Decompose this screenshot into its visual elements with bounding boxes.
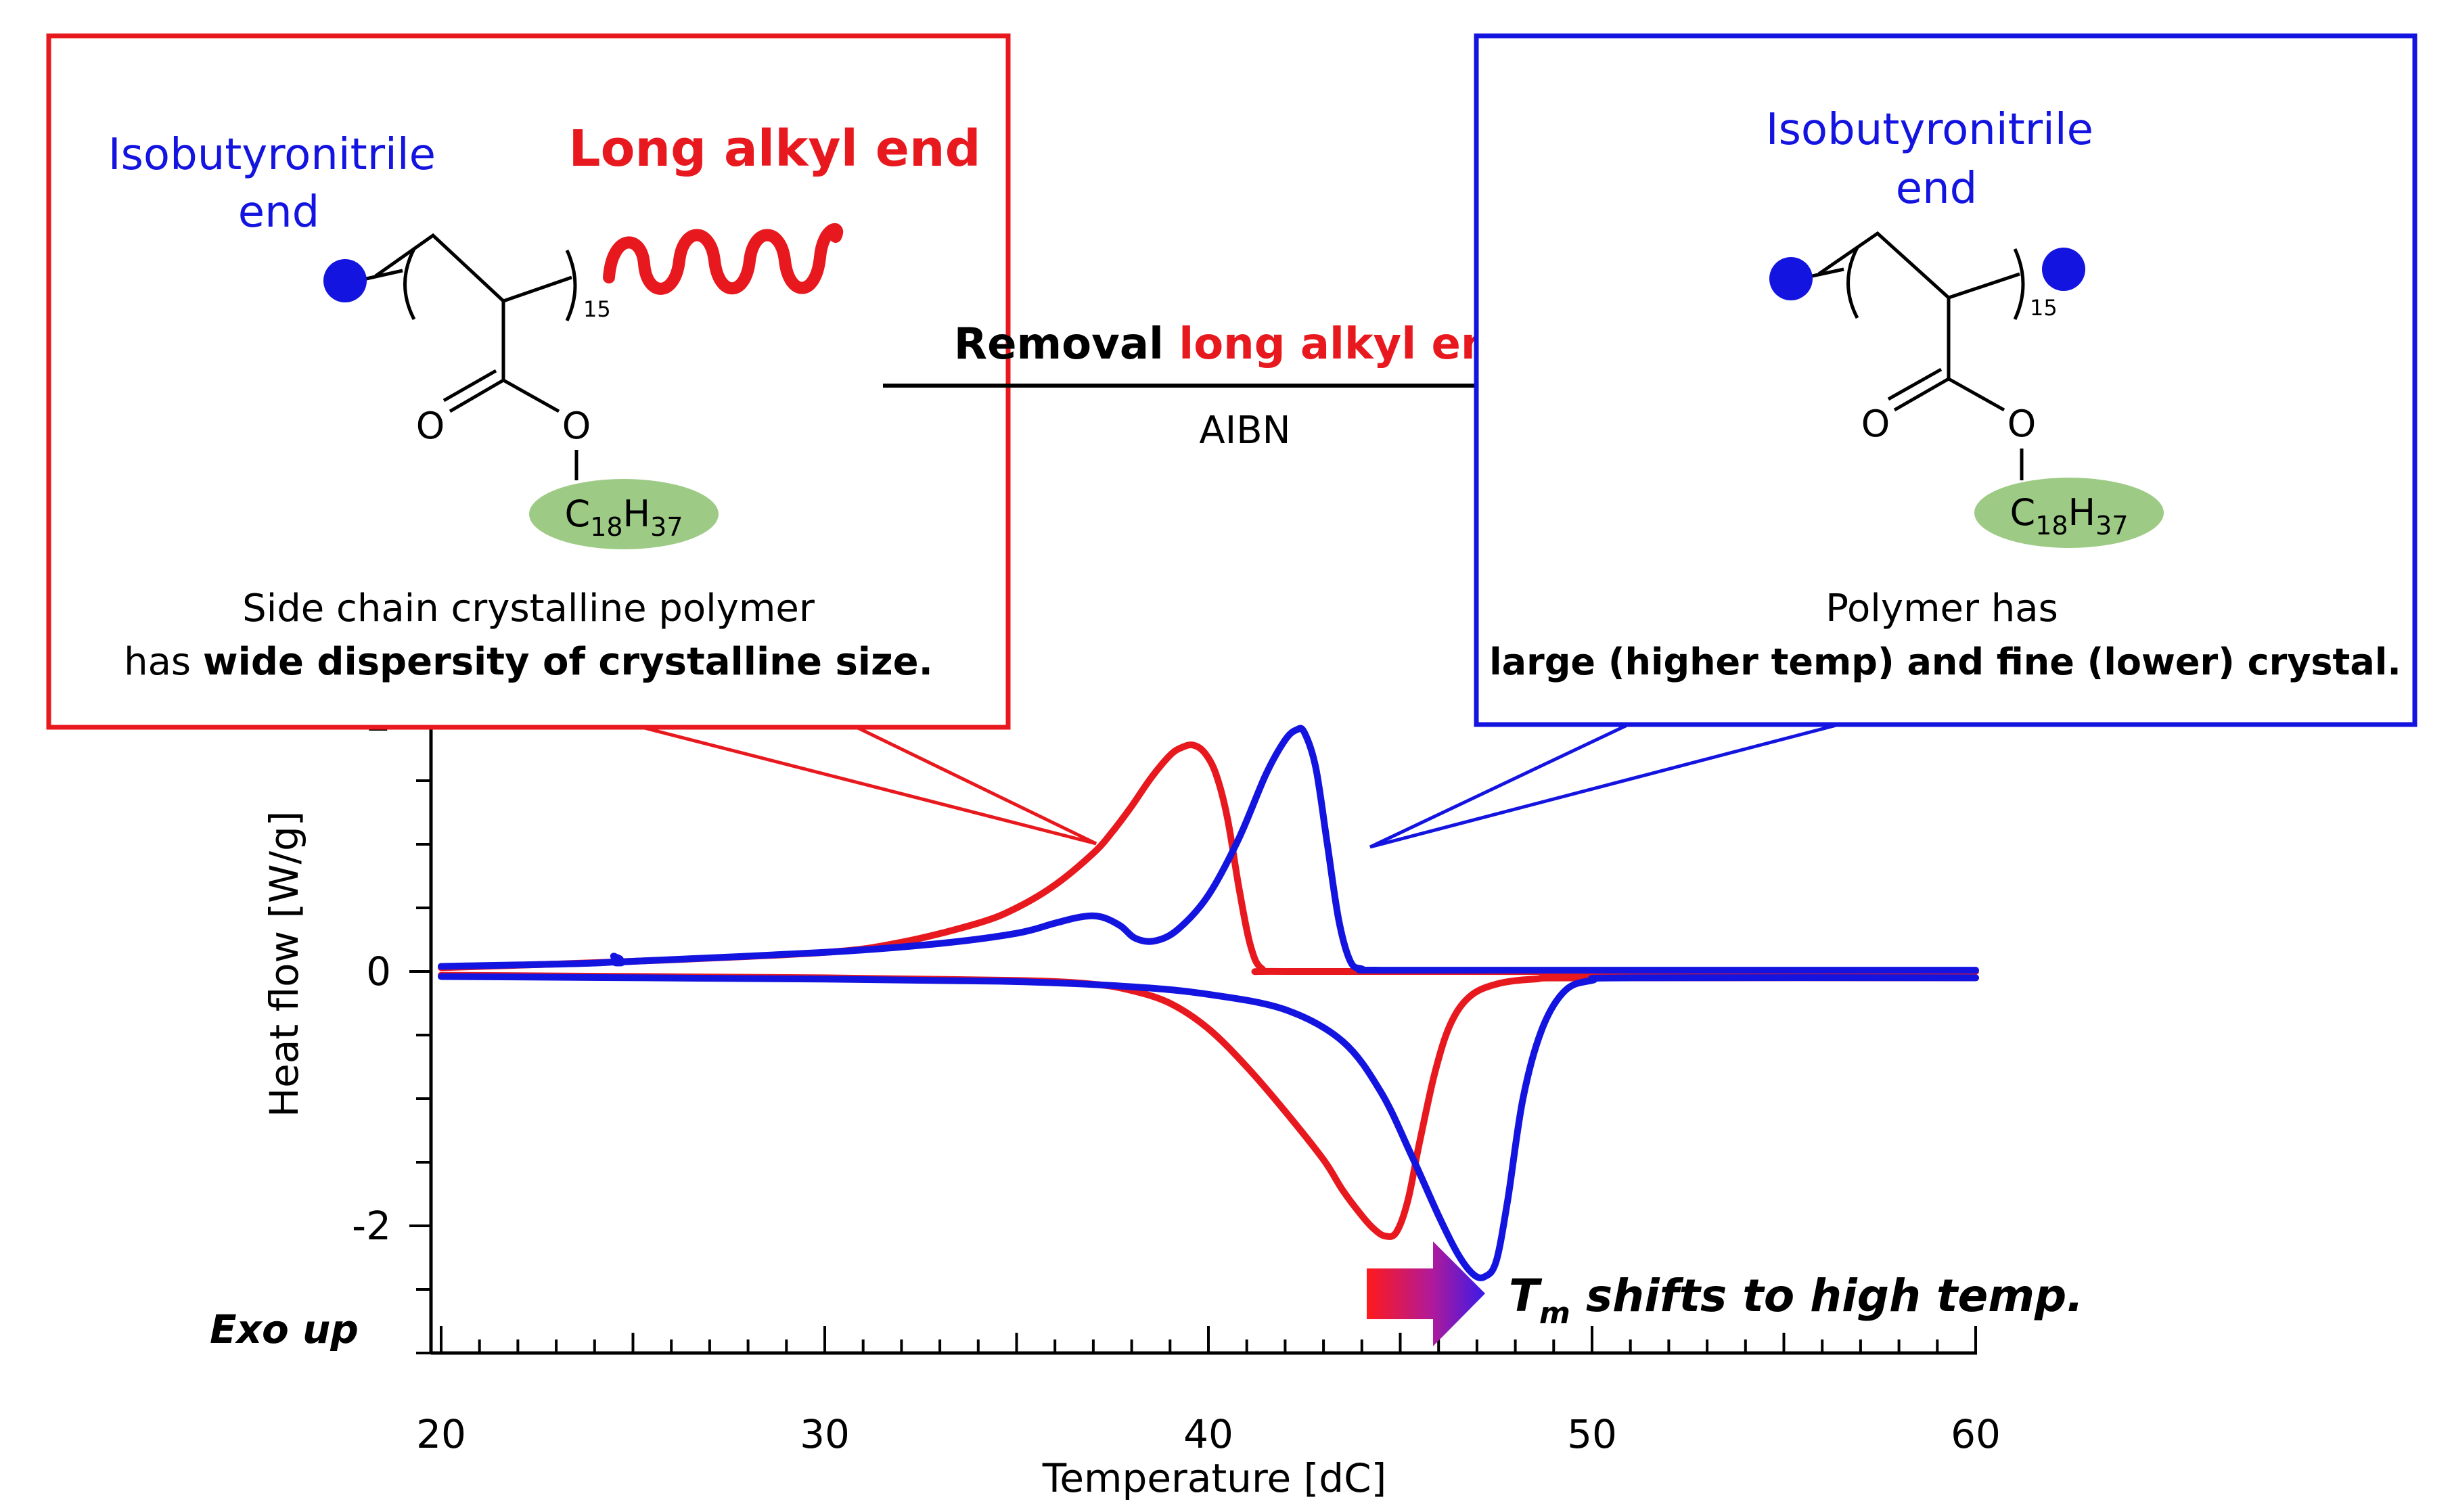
x-tick-label: 60: [1951, 1411, 2001, 1457]
left-end-label-line1: Isobutyronitrile: [108, 130, 436, 180]
right-end-label: Isobutyronitrile end: [1766, 105, 2108, 214]
series-line-blue-heating: [438, 973, 1979, 1281]
tm-symbol: T: [1509, 1270, 1543, 1322]
right-isobutyronitrile-end-dot-left: [1769, 257, 1813, 300]
right-caption-line1: Polymer has: [1825, 587, 2058, 631]
left-close-paren: [565, 249, 577, 322]
left-c18h37-label: C18H37: [564, 492, 683, 542]
left-callout-wedge: [601, 715, 1097, 846]
left-caption-line1: Side chain crystalline polymer: [242, 587, 815, 631]
left-ester-o: O: [562, 405, 591, 447]
x-tick-label: 30: [800, 1411, 850, 1457]
left-repeat-count: 15: [583, 296, 611, 322]
y-tick-label: 0: [366, 948, 391, 994]
reagent-label: AIBN: [1199, 409, 1290, 453]
y-tick-label: -2: [352, 1203, 391, 1249]
left-panel: Isobutyronitrile end Long alkyl end 15 O…: [46, 33, 1011, 730]
left-end-label: Isobutyronitrile end: [108, 130, 450, 237]
left-carbonyl-o: O: [416, 405, 445, 447]
right-repeat-count: 15: [2030, 295, 2058, 321]
y-axis-label: Heat flow [W/g]: [261, 811, 307, 1118]
tm-subscript: m: [1539, 1296, 1570, 1331]
right-panel: Isobutyronitrile end 15 O O C18H37 Polym…: [1474, 33, 2417, 727]
right-open-paren: [1846, 246, 1859, 319]
y-axis: -202 Heat flow [W/g]: [261, 694, 433, 1354]
x-tick-label: 40: [1183, 1411, 1233, 1457]
right-close-paren: [2013, 248, 2025, 321]
long-alkyl-end-label: Long alkyl end: [568, 120, 980, 178]
right-alkyl-ellipse: [1974, 478, 2164, 548]
left-structure: [357, 233, 578, 480]
x-tick-label: 20: [416, 1411, 466, 1457]
left-end-label-line2: end: [238, 187, 320, 237]
tm-shift-annotation: Tm shifts to high temp.: [1367, 1241, 2083, 1346]
left-caption-line2: has wide dispersity of crystalline size.: [124, 640, 933, 684]
x-tick-label: 50: [1567, 1411, 1617, 1457]
left-isobutyronitrile-end-dot: [323, 259, 367, 302]
reaction-label: Removal long alkyl end: [954, 319, 1522, 369]
tm-shift-label: Tm shifts to high temp.: [1509, 1270, 2083, 1331]
right-c18h37-label: C18H37: [2010, 491, 2128, 541]
right-ester-o: O: [2007, 403, 2037, 445]
x-axis-label: Temperature [dC]: [1042, 1455, 1386, 1501]
left-long-alkyl-wave: [603, 223, 843, 295]
exo-up-label: Exo up: [210, 1306, 359, 1352]
series-layer: [438, 725, 1979, 1281]
left-open-paren: [403, 248, 416, 321]
right-isobutyronitrile-end-dot-right: [2042, 248, 2085, 291]
right-caption-line2: large (higher temp) and fine (lower) cry…: [1489, 641, 2401, 683]
right-callout-wedge: [1369, 715, 1868, 849]
series-line-red-cooling: [438, 741, 1979, 976]
left-alkyl-ellipse: [529, 479, 719, 549]
left-panel-frame: [46, 33, 1011, 730]
tm-shift-rest: shifts to high temp.: [1570, 1270, 2083, 1322]
right-end-label-line2: end: [1896, 164, 1978, 214]
right-carbonyl-o: O: [1861, 403, 1890, 445]
series-line-blue-cooling: [438, 725, 1979, 974]
x-axis: 20 30 40 50 60 Temperature [dC]: [416, 1326, 2001, 1501]
tm-shift-arrow: [1367, 1241, 1485, 1346]
series-line-red-heating: [438, 971, 1979, 1240]
right-end-label-line1: Isobutyronitrile: [1766, 105, 2093, 155]
